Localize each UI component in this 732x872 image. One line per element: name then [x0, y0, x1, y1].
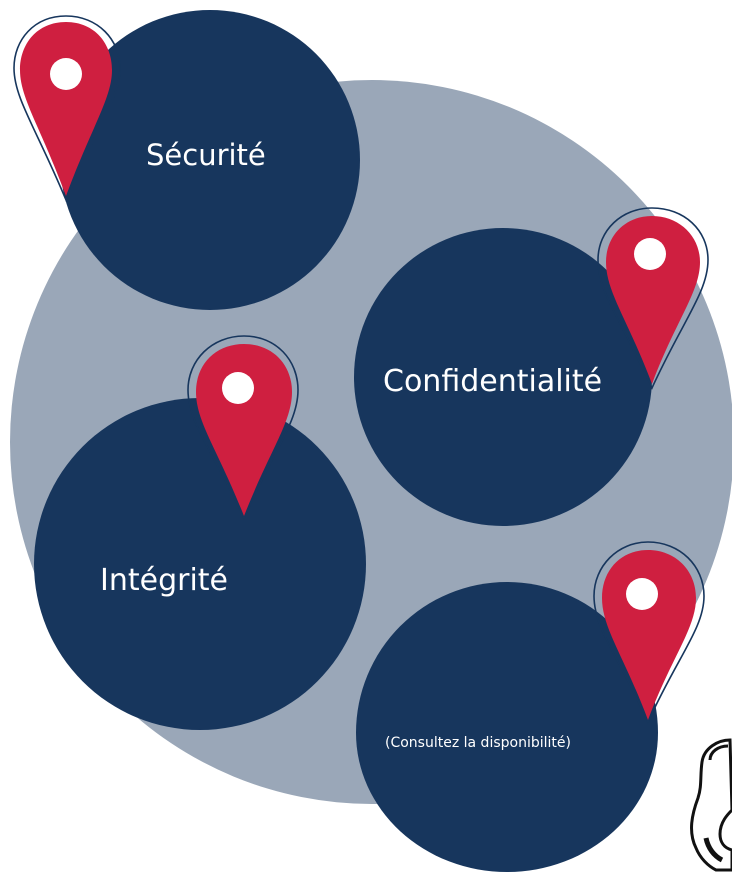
node-confidentialite	[354, 228, 652, 526]
phone-handset-icon	[690, 738, 732, 872]
location-pin-icon	[13, 15, 121, 203]
node-label-integrite: Intégrité	[100, 563, 229, 598]
node-label-disponibilite: (Consultez la disponibilité)	[385, 735, 571, 751]
location-pin-icon	[187, 335, 299, 520]
node-label-confidentialite: Confidentialité	[383, 364, 603, 399]
location-pin-icon	[597, 207, 709, 390]
node-label-securite: Sécurité	[146, 138, 266, 172]
location-pin-icon	[593, 541, 705, 724]
node-disponibilite	[356, 582, 658, 872]
node-integrite	[34, 398, 366, 730]
